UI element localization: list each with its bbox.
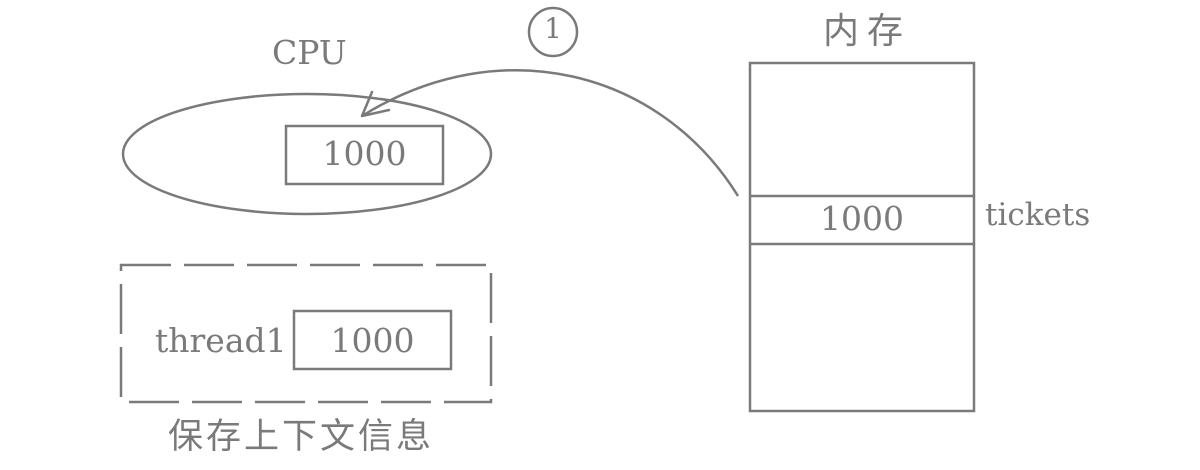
load-arrow-head bbox=[360, 90, 391, 118]
thread-saved-value: 1000 bbox=[330, 321, 415, 360]
cpu-ellipse bbox=[121, 92, 493, 216]
context-caption: 保存上下文信息 bbox=[168, 417, 435, 457]
thread-value-box bbox=[292, 309, 453, 371]
load-arrow-curve bbox=[361, 68, 740, 197]
cpu-register-value: 1000 bbox=[322, 134, 407, 173]
memory-title: 内存 bbox=[823, 11, 912, 52]
memory-variable-name: tickets bbox=[985, 197, 1091, 233]
cpu-label: CPU bbox=[272, 33, 347, 72]
step-circle bbox=[527, 6, 579, 58]
context-dashed-box bbox=[119, 263, 493, 404]
thread-name: thread1 bbox=[155, 321, 287, 360]
memory-cell-value: 1000 bbox=[820, 199, 904, 238]
step-number: 1 bbox=[544, 12, 562, 45]
cpu-register-box bbox=[284, 124, 445, 186]
memory-block bbox=[748, 61, 976, 413]
